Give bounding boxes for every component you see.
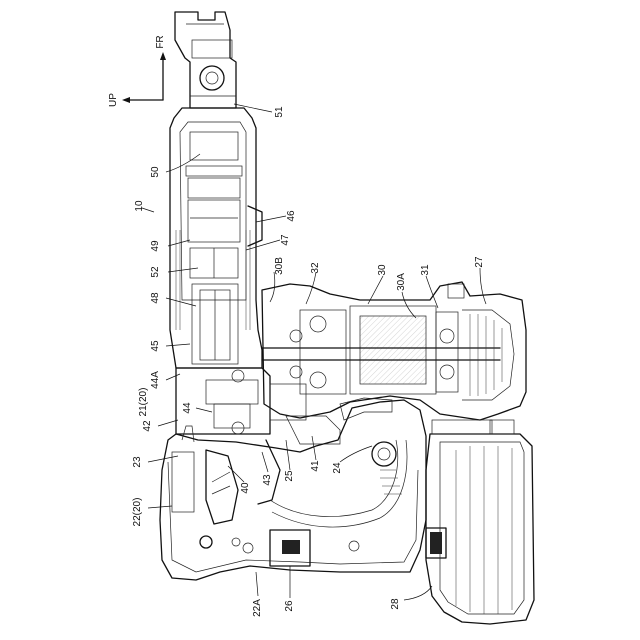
ref-49: 49 — [150, 240, 161, 252]
ref-22A: 22A — [252, 599, 263, 617]
ref-46: 46 — [286, 210, 297, 222]
ref-40: 40 — [240, 482, 251, 494]
handle-housing — [160, 398, 426, 580]
gear-section — [176, 368, 340, 444]
tool-holder — [175, 12, 236, 108]
ref-28: 28 — [390, 598, 401, 610]
ref-45: 45 — [150, 340, 161, 352]
ref-44: 44 — [182, 402, 193, 414]
ref-41: 41 — [310, 460, 321, 472]
ref-44A: 44A — [150, 371, 161, 389]
ref-31: 31 — [420, 264, 431, 276]
ref-51: 51 — [274, 106, 285, 118]
motor-housing — [262, 282, 526, 420]
ref-52: 52 — [150, 266, 161, 278]
ref-21: 21(20) — [138, 388, 149, 417]
barrel-housing — [170, 108, 262, 368]
ref-30A: 30A — [396, 273, 407, 291]
ref-27: 27 — [474, 256, 485, 268]
ref-22: 22(20) — [132, 498, 143, 527]
ref-43: 43 — [262, 474, 273, 486]
direction-fr-label: FR — [155, 35, 166, 48]
ref-42: 42 — [142, 420, 153, 432]
assembly-ref-label: 10 — [134, 200, 145, 212]
ref-48: 48 — [150, 292, 161, 304]
ref-47: 47 — [280, 234, 291, 246]
battery-pack — [426, 420, 534, 624]
ref-50: 50 — [150, 166, 161, 178]
ref-24: 24 — [332, 462, 343, 474]
ref-32: 32 — [310, 262, 321, 274]
ref-25: 25 — [284, 470, 295, 482]
ref-30: 30 — [377, 264, 388, 276]
direction-up-label: UP — [108, 93, 119, 107]
direction-arrows — [122, 52, 166, 103]
ref-30B: 30B — [274, 257, 285, 275]
ref-26: 26 — [284, 600, 295, 612]
ref-23: 23 — [132, 456, 143, 468]
